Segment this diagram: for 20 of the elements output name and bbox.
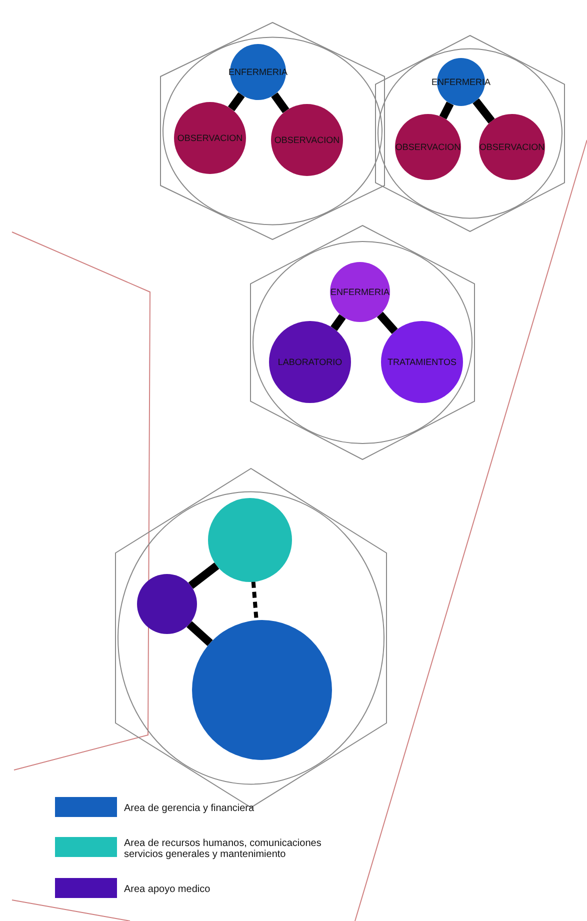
zone-label: LABORATORIO xyxy=(278,357,342,367)
connector-line xyxy=(330,314,346,331)
zone-circle xyxy=(137,574,197,634)
connector-line xyxy=(472,98,495,124)
zone-label: OBSERVACION xyxy=(479,142,545,152)
legend-label: Area de recursos humanos, comunicaciones servicios generales y mantenimiento xyxy=(124,838,322,860)
zone-label: OBSERVACION xyxy=(274,135,340,145)
connector-line xyxy=(186,621,213,646)
connector-line xyxy=(271,92,290,114)
zone-label: OBSERVACION xyxy=(177,133,243,143)
legend-label: Area de gerencia y financiera xyxy=(124,803,256,814)
connector-line xyxy=(188,562,220,589)
connector-line xyxy=(439,102,454,120)
zone-label: ENFERMERIA xyxy=(330,287,390,297)
zone-label: OBSERVACION xyxy=(395,142,461,152)
zone-label: TRATAMIENTOS xyxy=(387,357,456,367)
connector-line xyxy=(251,582,258,620)
connector-line xyxy=(228,92,245,112)
legend-label: Area apoyo medico xyxy=(124,884,212,895)
connector-line xyxy=(376,312,398,334)
